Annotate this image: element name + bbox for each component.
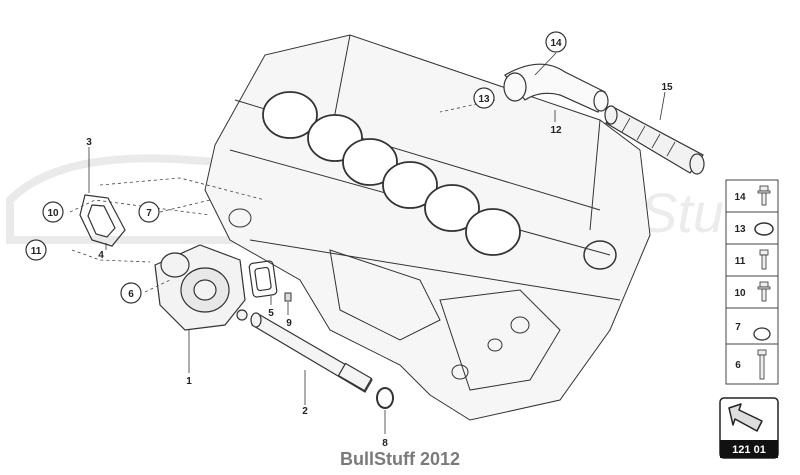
callout-6: 6 — [120, 282, 142, 304]
oring-large-icon — [754, 222, 774, 236]
cylinder-bore-3 — [342, 138, 398, 186]
bolt-icon — [759, 249, 769, 270]
coolant-pipe — [250, 312, 373, 393]
svg-text:10: 10 — [47, 208, 59, 219]
page-reference-box[interactable]: 121 01 — [719, 397, 779, 459]
svg-text:11: 11 — [31, 246, 42, 257]
callout-10: 10 — [42, 201, 64, 223]
coolant-hose — [604, 105, 705, 175]
callout-14: 14 — [545, 31, 567, 53]
caption: BullStuff 2012 — [339, 449, 461, 469]
bolt-flange-icon — [757, 281, 771, 302]
oring-icon — [753, 327, 771, 341]
callout-11: 11 — [25, 239, 47, 261]
label-12: 12 — [550, 125, 562, 136]
coolant-elbow-pipe — [503, 63, 609, 113]
svg-text:13: 13 — [478, 94, 490, 105]
water-pump — [154, 244, 248, 331]
parts-legend: 14 13 11 10 7 — [719, 179, 779, 459]
seal-5 — [248, 260, 278, 298]
callout-7: 7 — [138, 201, 160, 223]
arrow-icon — [728, 403, 763, 432]
svg-text:11: 11 — [735, 256, 746, 267]
cylinder-bore-5 — [424, 184, 480, 232]
svg-text:14: 14 — [734, 192, 746, 203]
leader-lines-solid — [88, 52, 666, 434]
svg-text:7: 7 — [735, 322, 741, 333]
label-5: 5 — [268, 308, 274, 319]
label-3: 3 — [86, 137, 92, 148]
callout-13: 13 — [473, 87, 495, 109]
label-15: 15 — [661, 82, 673, 93]
ring-8 — [376, 387, 394, 409]
legend-item-14: 14 — [725, 179, 779, 213]
engine-block — [204, 34, 651, 421]
svg-text:13: 13 — [734, 224, 746, 235]
svg-text:7: 7 — [146, 208, 152, 219]
pin-9 — [284, 292, 292, 302]
legend-item-6: 6 — [725, 343, 779, 385]
bolt-long-icon — [757, 349, 767, 380]
svg-text:10: 10 — [734, 288, 746, 299]
legend-item-10: 10 — [725, 275, 779, 309]
svg-text:6: 6 — [735, 360, 741, 371]
bolt-flange-icon — [757, 185, 771, 206]
leader-lines — [69, 99, 496, 293]
svg-text:14: 14 — [550, 38, 562, 49]
label-4: 4 — [98, 250, 104, 261]
legend-item-7: 7 — [725, 307, 779, 345]
svg-text:6: 6 — [128, 289, 134, 300]
legend-item-13: 13 — [725, 211, 779, 245]
gasket-3 — [79, 194, 126, 247]
label-2: 2 — [302, 406, 308, 417]
cylinder-bore-6 — [465, 208, 521, 256]
cylinder-bore-1 — [262, 91, 318, 139]
label-1: 1 — [186, 376, 192, 387]
legend-item-11: 11 — [725, 243, 779, 277]
label-9: 9 — [286, 318, 292, 329]
label-8: 8 — [382, 438, 388, 449]
cylinder-bore-4 — [382, 161, 438, 209]
page-code: 121 01 — [732, 444, 766, 456]
